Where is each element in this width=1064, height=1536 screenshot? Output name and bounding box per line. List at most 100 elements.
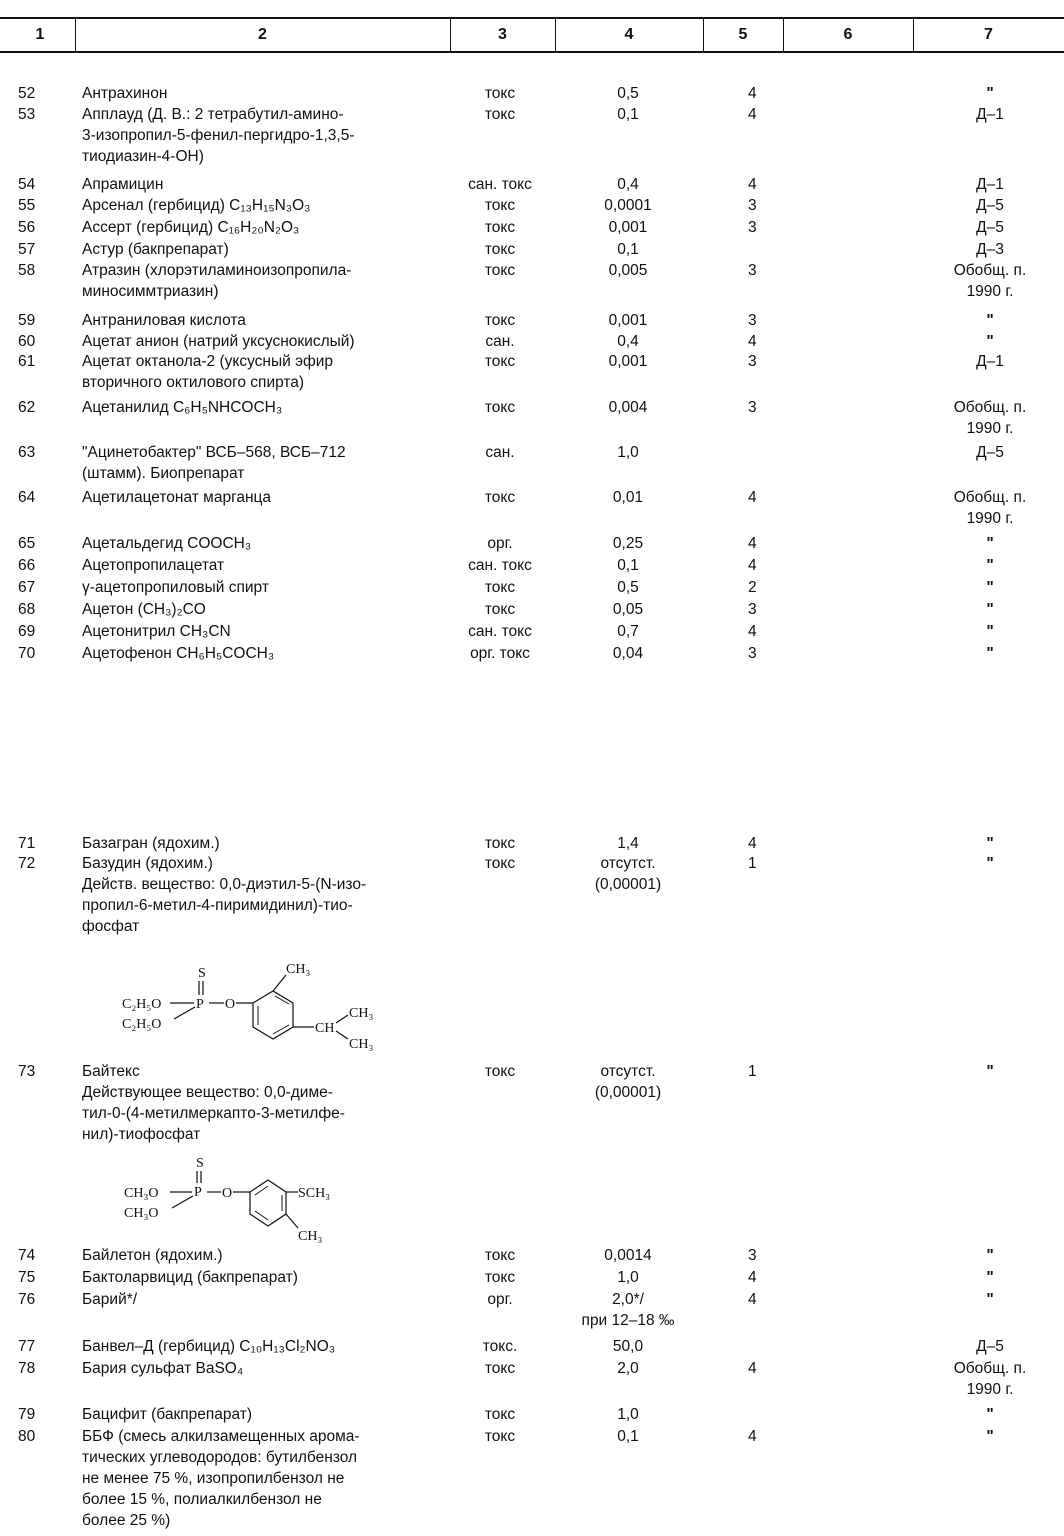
limit-value: 0,004 — [558, 397, 698, 418]
substance-name-line: Антрахинон — [82, 85, 168, 102]
note-line: 1990 г. — [966, 510, 1014, 527]
substance-name-line: вторичного октилового спирта) — [82, 374, 305, 391]
substance-name: ББФ (смесь алкилзамещенных арома-тически… — [82, 1426, 447, 1531]
header-col-5: 5 — [738, 26, 748, 43]
substance-name-line: более 25 %) — [82, 1512, 171, 1529]
substance-name: Банвел–Д (гербицид) C₁₀H₁₃Cl₂NO₃ — [82, 1336, 447, 1357]
struct73-o: O — [222, 1186, 232, 1201]
structure-72: S P C₂H₅O C₂H₅O O CH₃ CH CH₃ CH₃ — [122, 962, 373, 1052]
header-col-2: 2 — [258, 26, 267, 43]
substance-name: Базагран (ядохим.) — [82, 833, 447, 854]
limit-value: 0,4 — [558, 331, 698, 352]
row-number: 60 — [18, 333, 36, 350]
note-line: 1990 г. — [966, 420, 1014, 437]
struct72-p: P — [196, 997, 204, 1012]
note: Обобщ. п.1990 г. — [930, 260, 1050, 302]
substance-name: Антраниловая кислота — [82, 310, 447, 331]
hazard-indicator: токс — [484, 855, 516, 872]
hazard-class: 1 — [748, 855, 757, 872]
limit-value-line: 0,001 — [608, 312, 648, 329]
substance-name: Ацетопропилацетат — [82, 555, 447, 576]
substance-name-text: Банвел–Д (гербицид) — [82, 1338, 240, 1355]
hazard-class: 4 — [748, 1269, 757, 1286]
note: Д–1 — [930, 174, 1050, 195]
row-number: 69 — [18, 623, 36, 640]
hazard-indicator: токс — [484, 262, 516, 279]
struct72-ethoxy-2: C₂H₅O — [122, 1017, 161, 1032]
header-col-4: 4 — [624, 26, 634, 43]
substance-name-line: Бацифит (бакпрепарат) — [82, 1406, 253, 1423]
substance-name-line: Бактоларвицид (бакпрепарат) — [82, 1269, 298, 1286]
limit-value: 1,0 — [558, 1404, 698, 1425]
note: " — [930, 1404, 1050, 1425]
note-line: Д–5 — [976, 444, 1004, 461]
limit-value: 0,1 — [558, 104, 698, 125]
substance-name-text: Ассерт (гербицид) — [82, 219, 218, 236]
substance-name: Ацетон (CH₃)₂CO — [82, 599, 447, 620]
substance-name-line: Действующее вещество: 0,0-диме- — [82, 1084, 333, 1101]
row-number: 56 — [18, 219, 36, 236]
note-line: " — [986, 85, 994, 102]
row-number: 53 — [18, 106, 36, 123]
row-number: 75 — [18, 1269, 36, 1286]
hazard-class: 4 — [748, 106, 757, 123]
limit-value: 0,005 — [558, 260, 698, 281]
substance-name: Арсенал (гербицид) C₁₃H₁₅N₃O₃ — [82, 195, 447, 216]
hazard-indicator: токс — [484, 312, 516, 329]
hazard-class: 4 — [748, 1360, 757, 1377]
substance-name: Антрахинон — [82, 83, 447, 104]
row-number: 64 — [18, 489, 36, 506]
substance-formula: COOCH₃ — [187, 535, 252, 552]
row-number: 66 — [18, 557, 36, 574]
note-line: " — [986, 645, 994, 662]
note-line: Д–1 — [976, 176, 1004, 193]
row-number: 58 — [18, 262, 36, 279]
substance-name: Ацетофенон CH₆H₅COCH₃ — [82, 643, 447, 664]
row-number: 67 — [18, 579, 36, 596]
hazard-class: 4 — [748, 623, 757, 640]
note: " — [930, 555, 1050, 576]
note-line: " — [986, 1291, 994, 1308]
hazard-class: 4 — [748, 489, 757, 506]
note: Д–5 — [930, 217, 1050, 238]
hazard-class: 4 — [748, 85, 757, 102]
substance-name: Атразин (хлорэтиламиноизопропила-миносим… — [82, 260, 447, 302]
hazard-indicator: токс — [484, 489, 516, 506]
limit-value: 0,001 — [558, 310, 698, 331]
limit-value: 0,0014 — [558, 1245, 698, 1266]
note-line: " — [986, 835, 994, 852]
limit-value: 0,4 — [558, 174, 698, 195]
note: " — [930, 621, 1050, 642]
row-number: 54 — [18, 176, 36, 193]
substance-name-line: Ацетат октанола-2 (уксусный эфир — [82, 353, 334, 370]
note-line: " — [986, 1247, 994, 1264]
substance-name-line: Астур (бакпрепарат) — [82, 241, 229, 258]
limit-value-line: 0,1 — [617, 1428, 639, 1445]
substance-formula: BaSO₄ — [195, 1360, 244, 1377]
note: " — [930, 599, 1050, 620]
hazard-indicator: орг. — [487, 535, 513, 552]
limit-value-line: 0,05 — [612, 601, 644, 618]
limit-value-line: 0,01 — [612, 489, 644, 506]
limit-value-line: 50,0 — [612, 1338, 644, 1355]
hazard-indicator: токс — [484, 579, 516, 596]
hazard-indicator: токс. — [482, 1338, 518, 1355]
limit-value-line: 0,005 — [608, 262, 648, 279]
limit-value: 0,01 — [558, 487, 698, 508]
limit-value-line: отсутст. — [600, 855, 656, 872]
substance-name: Барий*/ — [82, 1289, 447, 1310]
substance-formula: C₆H₅NHCOCH₃ — [172, 399, 283, 416]
note-line: Д–3 — [976, 241, 1004, 258]
hazard-class: 3 — [748, 645, 757, 662]
note: " — [930, 833, 1050, 854]
row-number: 55 — [18, 197, 36, 214]
substance-name: Ацетальдегид COOCH₃ — [82, 533, 447, 554]
substance-name: Ацетат октанола-2 (уксусный эфир вторично… — [82, 351, 447, 393]
substance-name-line: тиодиазин-4-ОН) — [82, 148, 204, 165]
limit-value-line: 1,0 — [617, 1406, 639, 1423]
hazard-class: 3 — [748, 312, 757, 329]
hazard-class: 4 — [748, 176, 757, 193]
hazard-indicator: сан. токс — [468, 557, 532, 574]
substance-name-line: Антраниловая кислота — [82, 312, 246, 329]
